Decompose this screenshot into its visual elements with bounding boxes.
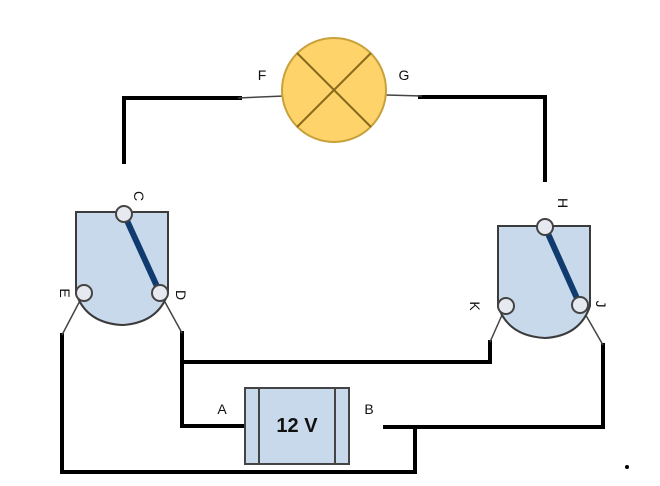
terminal-label-f: F — [258, 67, 267, 83]
lamp — [237, 37, 423, 143]
terminal-label-k: K — [467, 301, 483, 311]
switch-left-terminal-d — [151, 284, 169, 302]
battery: 12 V — [244, 387, 350, 465]
lamp-lead-right — [385, 94, 423, 97]
switch-right-terminal-k — [497, 297, 515, 315]
wire-j-to-b — [383, 343, 605, 429]
terminal-label-d: D — [173, 290, 189, 300]
switch-right-body — [497, 225, 591, 340]
stray-dot — [625, 465, 629, 469]
battery-body — [244, 387, 350, 465]
terminal-label-h: H — [555, 198, 571, 208]
wire-e-to-b — [60, 333, 417, 474]
wire-d-to-k — [180, 331, 492, 364]
switch-left-terminal-e — [75, 284, 93, 302]
lamp-lead-left — [237, 95, 285, 99]
lamp-cross-line-2 — [296, 52, 372, 128]
switch-left-body — [75, 211, 169, 327]
battery-voltage-label: 12 V — [276, 415, 318, 437]
switch-left — [61, 205, 183, 336]
wire-c-to-f — [122, 96, 242, 164]
terminal-label-e: E — [57, 288, 73, 297]
wire-d-to-a — [180, 360, 247, 428]
terminal-label-c: C — [131, 191, 147, 201]
terminal-label-b: B — [364, 401, 373, 417]
switch-right-lever — [542, 224, 583, 308]
switch-left-terminal-c — [115, 205, 133, 223]
switch-left-lever — [121, 211, 163, 296]
switch-right-terminal-h — [536, 218, 554, 236]
switch-right-terminal-j — [571, 296, 589, 314]
switch-right — [489, 218, 604, 346]
wire-g-to-h — [418, 95, 547, 182]
terminal-label-g: G — [399, 67, 410, 83]
terminal-label-a: A — [217, 401, 227, 417]
terminal-label-j: J — [593, 301, 609, 308]
